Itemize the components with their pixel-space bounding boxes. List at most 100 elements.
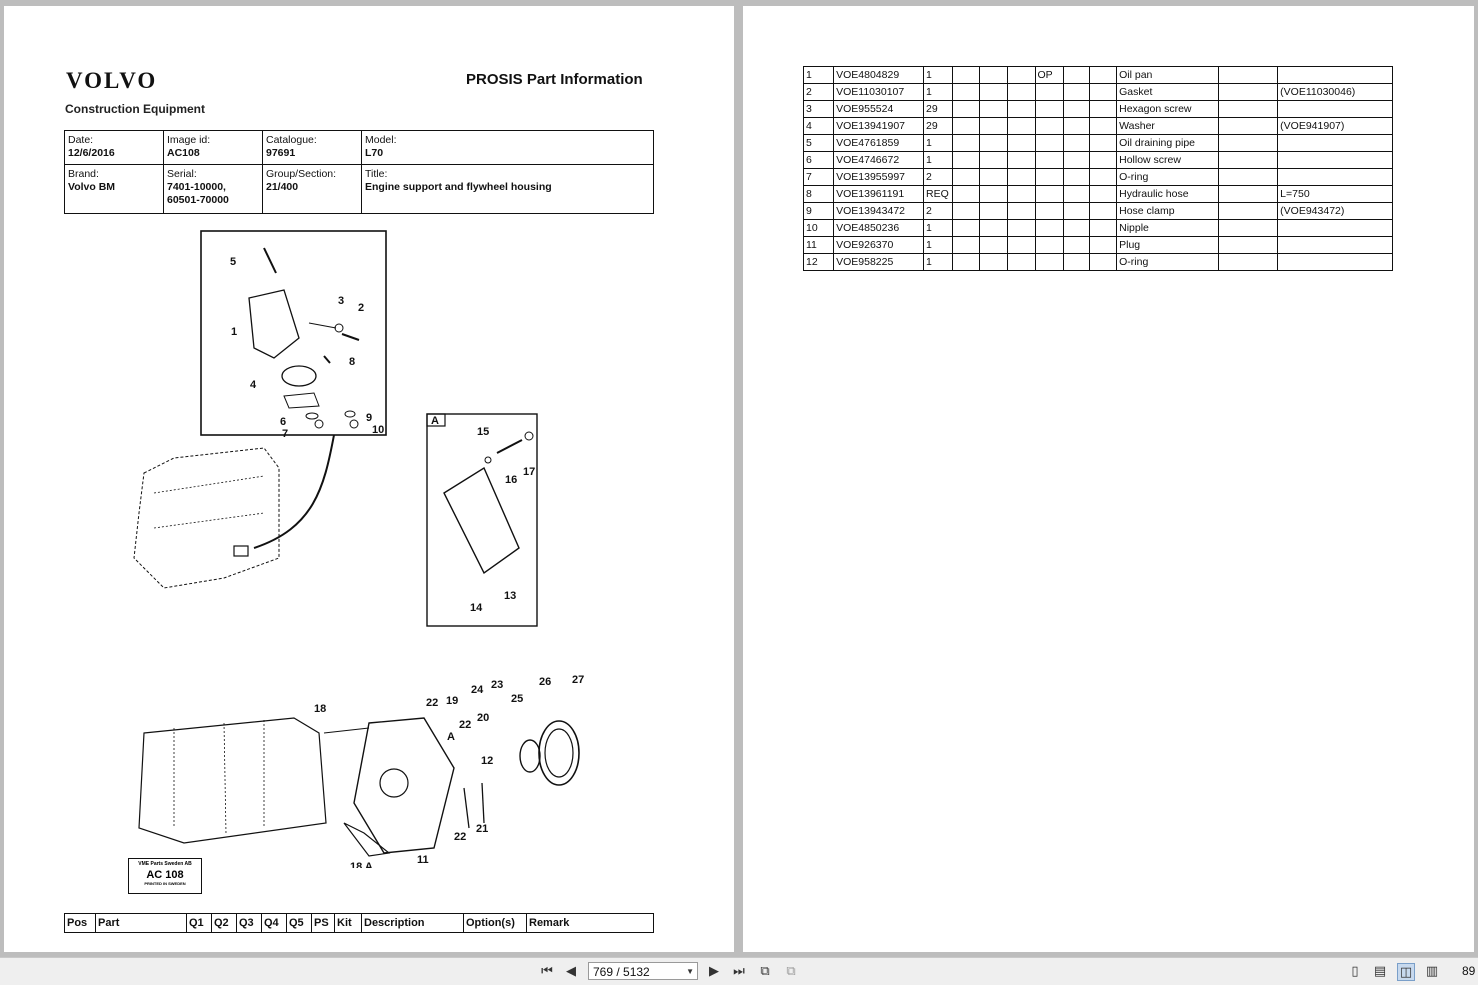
cell-pos: 12 xyxy=(802,253,835,271)
facing-icon[interactable]: ◫ xyxy=(1397,963,1415,981)
callout-24: 24 xyxy=(471,684,484,696)
callout-1: 1 xyxy=(231,326,237,338)
cell-remark: (VOE943472) xyxy=(1277,202,1393,220)
cell-q2 xyxy=(951,134,981,152)
cell-remark xyxy=(1277,219,1393,237)
image-id-value: AC108 xyxy=(167,147,200,159)
facing-continuous-icon[interactable]: ▥ xyxy=(1425,964,1439,979)
cell-q3 xyxy=(979,253,1008,271)
cell-pos: 11 xyxy=(802,236,835,254)
cell-q2 xyxy=(951,66,981,84)
callout-22c: 22 xyxy=(454,831,466,843)
cell-description: Plug xyxy=(1116,236,1219,254)
callout-17: 17 xyxy=(523,466,535,478)
cell-ps xyxy=(1062,117,1090,135)
cell-q3 xyxy=(979,202,1008,220)
cell-ps xyxy=(1062,100,1090,118)
cell-kit xyxy=(1088,134,1118,152)
info-table: Date: 12/6/2016 Image id: AC108 Catalogu… xyxy=(64,130,654,214)
cell-pos: 10 xyxy=(802,219,835,237)
cell-q1: 29 xyxy=(923,117,953,135)
cell-q1: 2 xyxy=(923,168,953,186)
cell-kit xyxy=(1088,202,1118,220)
cell-q1: 1 xyxy=(923,83,953,101)
cell-q2 xyxy=(951,236,981,254)
cell-q3 xyxy=(979,83,1008,101)
cell-options xyxy=(1217,100,1279,118)
cell-pos: 9 xyxy=(802,202,835,220)
zoom-level[interactable]: 89 xyxy=(1462,964,1476,978)
prev-page-icon[interactable]: ◀ xyxy=(566,964,576,979)
cell-q2 xyxy=(951,151,981,169)
callout-3: 3 xyxy=(338,295,344,307)
cell-kit xyxy=(1088,151,1118,169)
cell-q3 xyxy=(979,134,1008,152)
cell-q1: 1 xyxy=(923,66,953,84)
next-page-icon[interactable]: ▶ xyxy=(709,964,719,979)
rotate-icon[interactable]: ⧉ xyxy=(760,964,770,979)
callout-6: 6 xyxy=(280,416,286,428)
cell-q5 xyxy=(1034,253,1064,271)
group-value: 21/400 xyxy=(266,181,299,193)
cell-q5 xyxy=(1034,168,1064,186)
cell-q3 xyxy=(979,100,1008,118)
callout-5: 5 xyxy=(230,256,236,268)
callout-21: 21 xyxy=(476,823,488,835)
continuous-icon[interactable]: ▤ xyxy=(1373,964,1387,979)
cell-q5 xyxy=(1034,134,1064,152)
cell-options xyxy=(1217,66,1279,84)
single-page-icon[interactable]: ▯ xyxy=(1351,964,1359,979)
cell-ps xyxy=(1062,202,1090,220)
catalogue-stamp: VME Parts Sweden AB AC 108 PRINTED IN SW… xyxy=(128,858,202,894)
callout-27: 27 xyxy=(572,674,584,686)
cell-remark xyxy=(1277,253,1393,271)
document-title: PROSIS Part Information xyxy=(466,71,643,88)
col-options: Option(s) xyxy=(463,913,527,933)
volvo-logo: VOLVO xyxy=(66,68,158,93)
cell-kit xyxy=(1088,236,1118,254)
inset-box-engine-support xyxy=(200,230,387,436)
cell-part: VOE13941907 xyxy=(833,117,925,135)
image-id-cell: Image id: AC108 xyxy=(163,130,263,165)
cell-q4 xyxy=(1007,253,1036,271)
cell-description: Hollow screw xyxy=(1116,151,1219,169)
cell-description: Oil pan xyxy=(1116,66,1219,84)
cell-kit xyxy=(1088,185,1118,203)
cell-remark: L=750 xyxy=(1277,185,1393,203)
callout-4: 4 xyxy=(250,379,257,391)
fit-icon[interactable]: ⧉ xyxy=(786,964,796,979)
page-selector[interactable]: 769 / 5132 ▼ xyxy=(588,962,698,980)
cell-q3 xyxy=(979,66,1008,84)
inset-box-a xyxy=(426,413,538,627)
first-page-icon[interactable]: ⏮ xyxy=(541,964,553,979)
cell-remark xyxy=(1277,134,1393,152)
col-remark: Remark xyxy=(526,913,654,933)
cell-remark: (VOE11030046) xyxy=(1277,83,1393,101)
callout-a2: A xyxy=(447,731,455,743)
cell-pos: 8 xyxy=(802,185,835,203)
cell-q4 xyxy=(1007,134,1036,152)
callout-7: 7 xyxy=(282,428,288,440)
cell-options xyxy=(1217,83,1279,101)
cell-q1: 1 xyxy=(923,151,953,169)
cell-ps xyxy=(1062,134,1090,152)
cell-ps xyxy=(1062,219,1090,237)
brand-value: Volvo BM xyxy=(68,181,116,193)
last-page-icon[interactable]: ⏭ xyxy=(733,964,745,979)
cell-q1: 1 xyxy=(923,219,953,237)
cell-q2 xyxy=(951,168,981,186)
cell-q4 xyxy=(1007,202,1036,220)
cell-q5 xyxy=(1034,185,1064,203)
cell-q1: REQ xyxy=(923,185,953,203)
cell-remark xyxy=(1277,236,1393,254)
left-page: VOLVO Construction Equipment PROSIS Part… xyxy=(4,6,734,952)
cell-part: VOE4804829 xyxy=(833,66,925,84)
cell-kit xyxy=(1088,100,1118,118)
cell-q4 xyxy=(1007,168,1036,186)
